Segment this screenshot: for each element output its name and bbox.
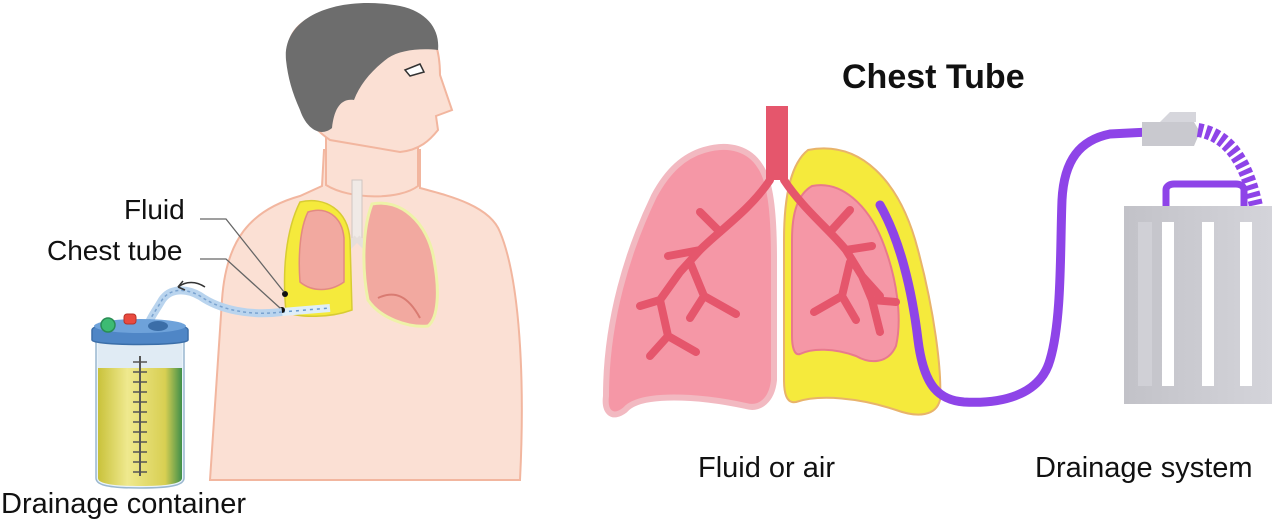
drainage-system [1124,112,1272,404]
corrugated-hose [1198,130,1256,206]
lung-healthy [606,147,774,415]
trachea-right [766,106,788,180]
fluid-or-air-label: Fluid or air [698,454,835,483]
chest-tube-label: Chest tube [47,237,182,265]
drainage-container-label: Drainage container [1,490,246,519]
drainage-system-label: Drainage system [1035,454,1253,483]
diagram-title: Chest Tube [842,60,1025,94]
lungs-diagram [606,106,1150,415]
patient-figure [148,3,522,480]
trachea [352,180,362,240]
drainage-container [92,314,188,488]
fluid-label: Fluid [124,196,185,224]
lung-left [299,210,344,289]
